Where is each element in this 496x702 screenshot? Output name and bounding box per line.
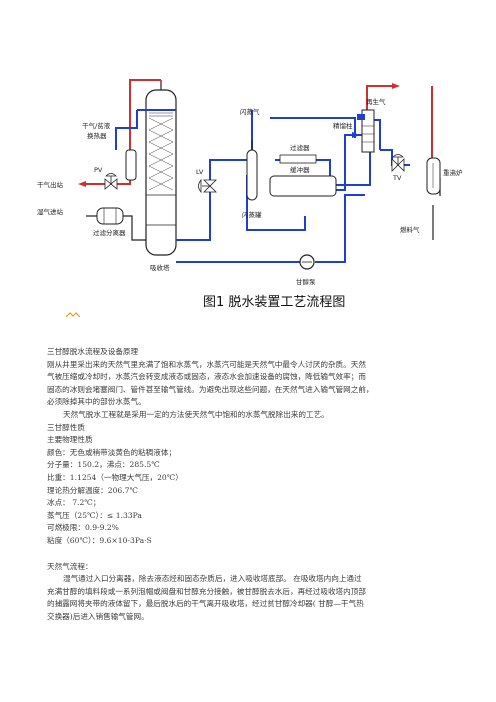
tv-valve (391, 154, 405, 172)
paragraph-line: 天然气脱水工程就是采用一定的方法使天然气中饱和的水蒸气脱除出来的工艺。 (63, 409, 329, 419)
label-tv: TV (392, 174, 402, 182)
diagram-caption: 图1 脱水装置工艺流程图 (203, 295, 346, 310)
paragraph-line: 充满甘醇的填料段或一系列泡帽或阀盘和甘醇充分接触，被甘醇脱去水后，再经过吸收塔内… (47, 586, 366, 596)
label-exchanger-suffix: 换热器 (87, 131, 107, 140)
label-reboiler: 重沸炉 (443, 168, 463, 177)
label-regen-column: 精馏柱 (333, 121, 353, 130)
process-flow-diagram: 干气/贫液 换热器 PV 干气出站 湿气进站 过滤分离器 吸收塔 LV 闪蒸气 … (37, 79, 463, 286)
label-flash-gas: 闪蒸气 (240, 107, 260, 116)
label-absorber: 吸收塔 (150, 263, 170, 272)
paragraph-line: 刚从井里采出来的天然气里充满了饱和水蒸气，水蒸汽可能是天然气中最令人讨厌的杂质。… (47, 359, 366, 369)
property-vapor-pressure: 蒸气压（25℃）：≤ 1.33Pa (47, 510, 142, 520)
label-filter: 过滤器 (290, 143, 310, 152)
article-body: 三甘醇脱水流程及设备原理 刚从井里采出来的天然气里充满了饱和水蒸气，水蒸汽可能是… (47, 346, 462, 623)
property-freezing-point: 冰点： 7.2℃； (47, 498, 101, 508)
label-pv: PV (94, 166, 103, 174)
label-fuel-gas: 燃料气 (400, 225, 420, 234)
filter-separator (96, 207, 124, 225)
property-molecular-weight: 分子量：150.2，沸点：285.5℃ (47, 460, 160, 470)
property-viscosity: 粘度（60℃）：9.6×10-3Pa·S (47, 535, 152, 545)
section-title: 天然气流程： (47, 561, 93, 571)
label-wet-gas-in: 湿气进站 (37, 207, 64, 216)
property-color: 颜色：无色或稍带淡黄色的粘稠液体； (47, 447, 177, 457)
label-glycol-pump: 甘醇泵 (296, 277, 316, 286)
flash-tank (246, 140, 258, 201)
regen-column (357, 109, 375, 153)
label-lv: LV (196, 168, 204, 176)
property-flammability: 可燃极限：0.9-9.2% (47, 523, 119, 533)
section-title: 三甘醇性质 (47, 422, 85, 432)
paragraph-line: 湿气通过入口分离器，除去液态烃和固态杂质后，进入吸收塔底部。 在吸收塔内向上通过 (63, 574, 362, 584)
pv-valve (104, 173, 118, 190)
property-specific-gravity: 比重：1.1254（一物理大气压，20℃） (47, 472, 183, 482)
label-flash-tank: 闪蒸罐 (242, 210, 262, 219)
property-decomposition-temp: 理论热分解温度：206.7℃ (47, 485, 138, 495)
label-dry-gas-out: 干气出站 (37, 180, 64, 189)
subsection-title: 主要物理性质 (47, 435, 93, 445)
glycol-pump (299, 254, 315, 270)
filter-vessel (279, 154, 317, 164)
absorber-column (145, 80, 177, 256)
paragraph-line: 交换器)后进入销售输气管网。 (47, 611, 149, 621)
label-exchanger: 干气/贫液 (82, 121, 111, 130)
paragraph-line: 必须除掉其中的部份水蒸气。 (47, 397, 146, 407)
decorative-mark-icon (66, 312, 80, 318)
label-buffer-tank: 缓冲器 (290, 165, 310, 174)
label-filter-separator: 过滤分离器 (93, 228, 126, 237)
section-title: 三甘醇脱水流程及设备原理 (47, 347, 139, 356)
lv-valve (198, 178, 217, 194)
reboiler (426, 157, 441, 195)
dry-gas-exchanger (125, 149, 137, 181)
paragraph-line: 的捕露网将夹带的液体留下，最后脱水后的干气离开吸收塔，经过贫甘醇冷却器( 甘醇—… (47, 599, 364, 609)
buffer-tank (269, 175, 337, 197)
label-regen-gas: 再生气 (366, 97, 386, 106)
paragraph-line: 气被压缩或冷却时，水蒸汽会转变成液态或固态，液态水会加速设备的腐蚀，降低输气效率… (47, 372, 366, 382)
paragraph-line: 固态的冰则会堵塞阀门、管件甚至输气管线。为避免出现这些问题，在天然气进入输气管网… (47, 384, 374, 394)
